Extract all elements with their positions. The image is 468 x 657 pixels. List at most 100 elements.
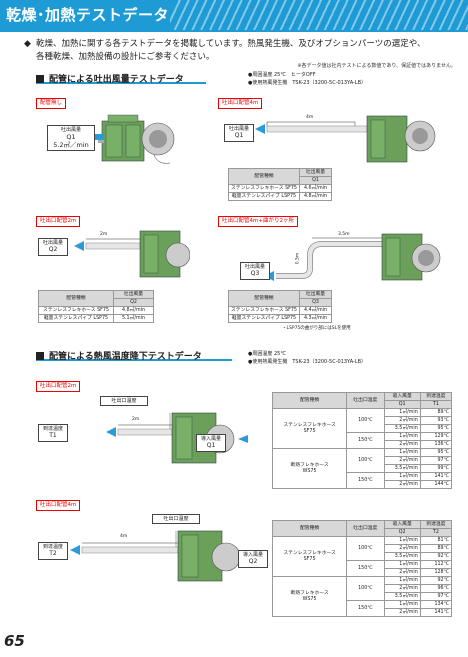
square-bullet-icon <box>36 351 44 360</box>
airflow-value: 4.8㎥/min <box>113 306 154 315</box>
intake-airflow: 1㎥/min <box>383 536 421 545</box>
distance-label: 4m <box>120 534 128 539</box>
temp-code: T2 <box>49 550 57 557</box>
intake-airflow: 3.5㎥/min <box>383 464 421 473</box>
intake-airflow: 2㎥/min <box>383 416 421 425</box>
reach-temp: 92℃ <box>419 552 453 561</box>
airflow-code: Q1 <box>234 132 244 139</box>
diagram-tag: 吐出口配管4m <box>218 98 263 109</box>
pipe-bend-illustration <box>264 233 441 281</box>
table-header: T2 <box>419 528 453 537</box>
pipe-model: LSP75 <box>281 316 297 321</box>
pipe-model: LSP75 <box>281 194 297 199</box>
reach-temp: 129℃ <box>419 432 453 441</box>
diagram-tag: 吐出口配管2m <box>36 381 81 392</box>
header-bar: 乾燥･加熱テストデータ <box>0 0 468 30</box>
disclaimer-note: ※各データ値は社内テストによる数値であり、保証値ではありません。 <box>297 63 456 69</box>
reach-temp-label: 到達温度 T2 <box>38 542 68 560</box>
intake-label: 導入風量 <box>242 552 263 558</box>
pipe-4m-illustration <box>255 115 436 163</box>
section-heading-temp: 配管による熱風温度降下テストデータ <box>36 345 232 362</box>
table-header: Q2 <box>383 528 421 537</box>
pipe-type: ステンレスフレキホース <box>231 308 284 313</box>
intake-airflow: 3.5㎥/min <box>383 552 421 561</box>
outlet-temp: 100℃ <box>346 536 385 561</box>
header-stripes <box>170 0 468 30</box>
reach-temp: 89℃ <box>419 408 453 417</box>
table-header: 配管種類 <box>271 520 348 537</box>
airflow-label: 吐出風量 <box>244 264 265 270</box>
diamond-icon: ◆ <box>24 39 31 49</box>
intake-airflow: 1㎥/min <box>383 408 421 417</box>
condition-temp: ●周囲温度 25℃ <box>248 351 286 357</box>
outlet-temp: 150℃ <box>346 560 385 577</box>
airflow-value: 4.4㎥/min <box>298 306 333 315</box>
temp-label: 到達温度 <box>42 426 63 432</box>
intro-line-2: 各種乾燥、加熱設備の設計にご参考ください。 <box>36 51 215 62</box>
reach-temp: 144℃ <box>419 480 453 489</box>
intake-airflow: 2㎥/min <box>383 608 421 617</box>
reach-temp: 95℃ <box>419 448 453 457</box>
temp-label: 到達温度 <box>42 544 63 550</box>
table-header: 吸入風量 <box>383 520 421 529</box>
pipe-type: 断熱フレキホース WS75 <box>271 576 348 617</box>
airflow-label: 吐出風量 <box>228 126 249 132</box>
intake-airflow: 1㎥/min <box>383 576 421 585</box>
section-title: 配管による熱風温度降下テストデータ <box>49 352 202 362</box>
airflow-code: Q3 <box>250 270 260 277</box>
footnote: ・LSP75の曲がり部にはSLを使用 <box>282 326 351 331</box>
outlet-temp: 150℃ <box>346 432 385 449</box>
pipe-model: SF75 <box>285 308 297 313</box>
table-header: Q1 <box>383 400 421 409</box>
intake-air-label: 導入風量 Q2 <box>238 550 268 568</box>
diagram-tag: 吐出口配管4m <box>36 500 81 511</box>
airflow-value: 4.8㎥/min <box>298 192 333 201</box>
intake-code: Q1 <box>206 442 216 449</box>
table-header: Q1 <box>298 176 333 185</box>
airflow-label: 吐出風量 <box>60 127 81 133</box>
temp-2m-illustration <box>106 412 248 464</box>
intake-airflow: 3.5㎥/min <box>383 592 421 601</box>
airflow-label: 吐出風量 <box>42 240 63 246</box>
page-number: 65 <box>4 632 25 650</box>
intake-airflow: 2㎥/min <box>383 456 421 465</box>
reach-temp: 97℃ <box>419 592 453 601</box>
outlet-temp: 150℃ <box>346 472 385 489</box>
reach-temp: 89℃ <box>419 544 453 553</box>
table-header: 吐出風量 <box>298 290 333 299</box>
page-title: 乾燥･加熱テストデータ <box>6 6 170 24</box>
hot-air-generator-illustration <box>98 114 175 164</box>
diagram-tag: 吐出口配管4m+曲がり2ヶ所 <box>218 216 298 227</box>
reach-temp: 81℃ <box>419 536 453 545</box>
reach-temp: 95℃ <box>419 424 453 433</box>
intake-airflow: 1㎥/min <box>383 600 421 609</box>
reach-temp: 141℃ <box>419 608 453 617</box>
pipe-type: ステンレスフレキホース <box>231 186 284 191</box>
reach-temp: 141℃ <box>419 472 453 481</box>
reach-temp: 96℃ <box>419 584 453 593</box>
condition-machine: ●使用熱風発生機 TSK-23（3200-5C-013YA-LB） <box>248 359 367 365</box>
distance-label: 2m <box>132 417 140 422</box>
section1-conditions: ●周囲温度 25℃ ヒータOFF ●使用熱風発生機 TSK-23（3200-5C… <box>248 71 366 87</box>
pipe-type: ステンレスフレキホース SF75 <box>271 408 348 449</box>
distance-label: 4m <box>306 115 314 120</box>
pipe-type: 軽量ステンレスパイプ <box>231 194 280 199</box>
outlet-temp-label: 吐出口温度 <box>100 396 148 406</box>
outlet-temp-label: 吐出口温度 <box>152 514 200 524</box>
pipe-type: 軽量ステンレスパイプ <box>43 316 92 321</box>
outlet-temp: 100℃ <box>346 576 385 601</box>
pipe-type: 断熱フレキホース WS75 <box>271 448 348 489</box>
table-header: Q3 <box>298 298 333 307</box>
distance-label: 2m <box>100 232 108 237</box>
